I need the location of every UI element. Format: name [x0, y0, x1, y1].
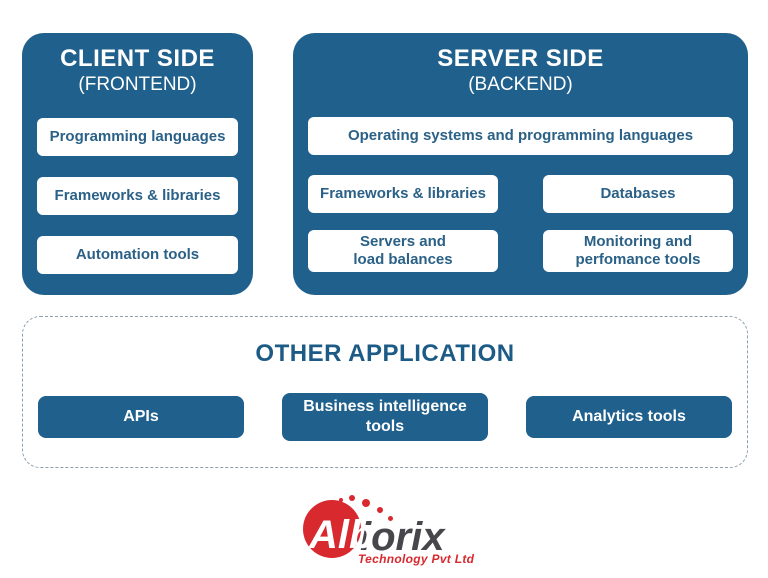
server-item-frameworks-libraries: Frameworks & libraries	[308, 175, 498, 214]
client-item-automation-tools: Automation tools	[37, 236, 238, 275]
server-item-databases: Databases	[543, 175, 733, 214]
client-panel-subtitle: (FRONTEND)	[78, 74, 197, 96]
logo-red-circle-icon	[303, 500, 361, 558]
other-item-apis: APIs	[38, 396, 244, 439]
server-item-os-programming-languages: Operating systems and programming langua…	[308, 117, 733, 156]
other-application-section: OTHER APPLICATION APIs Business intellig…	[22, 316, 748, 468]
panels-row: CLIENT SIDE (FRONTEND) Programming langu…	[22, 33, 748, 295]
server-item-monitoring-performance-tools: Monitoring and perfomance tools	[543, 230, 733, 273]
other-item-analytics-tools: Analytics tools	[526, 396, 732, 439]
logo-dot-icon	[388, 516, 393, 521]
other-application-row: APIs Business intelligence tools Analyti…	[23, 393, 747, 442]
client-panel-title: CLIENT SIDE	[60, 45, 215, 72]
client-side-panel: CLIENT SIDE (FRONTEND) Programming langu…	[22, 33, 253, 295]
server-item-servers-load-balances: Servers and load balances	[308, 230, 498, 273]
other-item-business-intelligence-tools: Business intelligence tools	[282, 393, 488, 442]
albiorix-logo-mark: Alb iorix Technology Pvt Ltd	[303, 489, 474, 573]
logo-dot-icon	[377, 507, 383, 513]
logo-dot-icon	[362, 499, 370, 507]
server-panel-subtitle: (BACKEND)	[468, 74, 573, 96]
server-panel-title: SERVER SIDE	[437, 45, 604, 72]
logo-dot-icon	[349, 495, 355, 501]
logo-dot-icon	[339, 498, 343, 502]
client-item-frameworks-libraries: Frameworks & libraries	[37, 177, 238, 216]
logo-text-alb: Alb	[309, 513, 374, 557]
client-item-programming-languages: Programming languages	[37, 118, 238, 157]
other-application-title: OTHER APPLICATION	[255, 340, 515, 367]
server-items-grid: Frameworks & libraries Databases Servers…	[308, 175, 733, 273]
logo-text-iorix: iorix	[360, 515, 445, 559]
logo-tagline: Technology Pvt Ltd	[358, 552, 475, 566]
server-side-panel: SERVER SIDE (BACKEND) Operating systems …	[293, 33, 748, 295]
albiorix-logo: Alb iorix Technology Pvt Ltd	[303, 489, 474, 573]
